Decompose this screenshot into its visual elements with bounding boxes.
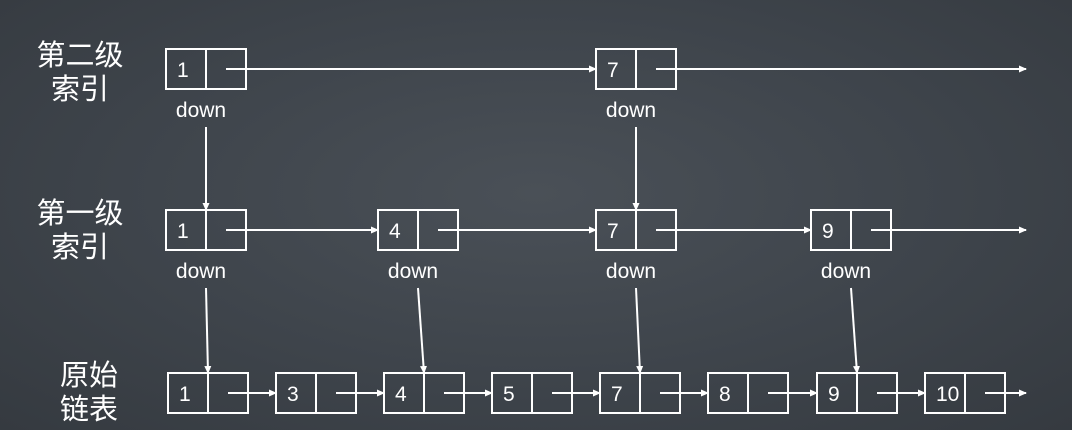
base-list-label: 原始 链表 — [34, 358, 144, 426]
base-node-value: 1 — [179, 383, 191, 406]
base-node-value: 4 — [395, 383, 407, 406]
level-2-node-value: 7 — [607, 59, 619, 82]
level-2-label-line2: 索引 — [50, 72, 109, 106]
level-1-down-label: down — [821, 260, 871, 283]
level-2-down-label: down — [176, 99, 226, 122]
level-2-label-line1: 第二级 — [36, 38, 124, 72]
level-1-label-line1: 第一级 — [36, 196, 124, 230]
level-1-node-value: 4 — [389, 220, 401, 243]
level-1-down-arrow — [850, 287, 860, 374]
base-node-value: 8 — [719, 383, 731, 406]
level-1-node-value: 9 — [822, 220, 834, 243]
level-2-down-label: down — [606, 99, 656, 122]
level-2-node-1: 1 down — [165, 48, 247, 122]
level-1-node-1: 1 down — [165, 209, 247, 283]
level-1-node-4: 4 down — [377, 209, 459, 283]
level-1-label-line2: 索引 — [50, 230, 109, 264]
base-node-value: 9 — [828, 383, 840, 406]
level-1-node-value: 7 — [607, 220, 619, 243]
level-1-down-arrow — [204, 287, 212, 374]
level-2-node-7: 7 down — [595, 48, 677, 122]
base-node-value: 5 — [503, 383, 515, 406]
base-node-value: 10 — [936, 383, 959, 406]
level-1-down-label: down — [176, 260, 226, 283]
level-2-label: 第二级 索引 — [25, 38, 135, 106]
base-node-10: 10 — [924, 372, 1006, 414]
level-1-down-arrow — [635, 287, 644, 374]
level-1-down-arrow — [417, 287, 427, 374]
level-1-node-7: 7 down — [595, 209, 677, 283]
level-1-down-label: down — [606, 260, 656, 283]
base-list-label-line2: 链表 — [59, 392, 118, 426]
base-node-value: 7 — [611, 383, 623, 406]
level-1-label: 第一级 索引 — [25, 196, 135, 264]
level-1-down-label: down — [388, 260, 438, 283]
base-list-label-line1: 原始 — [59, 358, 118, 392]
level-1-node-value: 1 — [177, 220, 189, 243]
base-node-value: 3 — [287, 383, 299, 406]
level-1-node-9: 9 down — [810, 209, 892, 283]
level-2-node-value: 1 — [177, 59, 189, 82]
